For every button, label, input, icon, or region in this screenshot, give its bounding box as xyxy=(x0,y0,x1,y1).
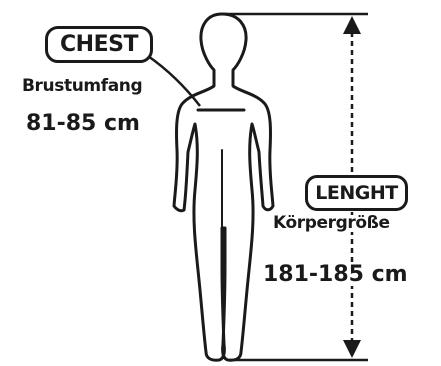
length-badge: LENGHT xyxy=(305,175,408,211)
arrow-down-icon xyxy=(343,340,361,358)
chest-badge: CHEST xyxy=(45,26,153,63)
length-subtitle: Körpergröße xyxy=(273,215,390,232)
chest-subtitle: Brustumfang xyxy=(22,78,142,95)
chest-leader-line xyxy=(148,56,200,106)
human-figure-outline xyxy=(174,14,273,360)
arrow-up-icon xyxy=(343,16,361,34)
length-label: LENGHT xyxy=(315,182,397,204)
length-value: 181-185 cm xyxy=(263,264,408,286)
chest-label: CHEST xyxy=(60,32,138,57)
chest-value: 81-85 cm xyxy=(26,113,140,135)
